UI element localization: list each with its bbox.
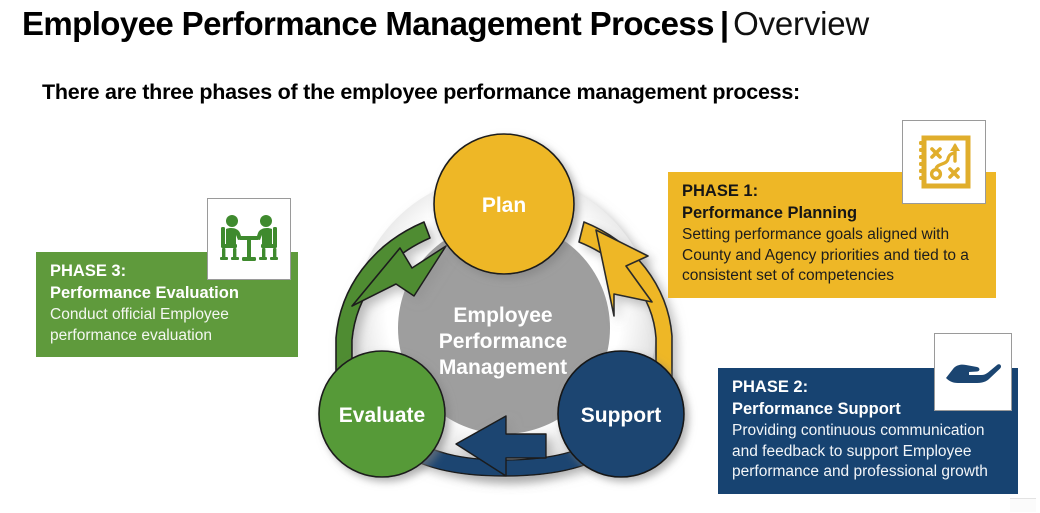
page-title: Employee Performance Management Process|… bbox=[22, 2, 1022, 48]
page-title-main: Employee Performance Management Process bbox=[22, 5, 714, 42]
corner-mark bbox=[1010, 498, 1036, 512]
cycle-center-line-1: Employee bbox=[453, 304, 552, 327]
callout-phase-2-name: Performance Support bbox=[732, 400, 901, 418]
icon-tile-phase-2 bbox=[934, 333, 1012, 411]
cycle-node-support[interactable]: Support bbox=[557, 350, 685, 478]
cycle-node-plan[interactable]: Plan bbox=[433, 133, 575, 275]
cycle-center-circle bbox=[398, 222, 610, 434]
cycle-center-line-2: Performance bbox=[439, 330, 567, 353]
callout-phase-1-name: Performance Planning bbox=[682, 204, 858, 222]
callout-phase-2-description: Providing continuous communication and f… bbox=[732, 422, 988, 480]
cycle-node-evaluate-label: Evaluate bbox=[339, 404, 425, 427]
cycle-node-evaluate[interactable]: Evaluate bbox=[318, 350, 446, 478]
callout-phase-3-name: Performance Evaluation bbox=[50, 284, 239, 302]
icon-tile-phase-3 bbox=[207, 198, 291, 280]
meeting-two-people-icon bbox=[220, 215, 278, 261]
callout-phase-3-number: PHASE 3: bbox=[50, 262, 127, 280]
callout-phase-2[interactable]: PHASE 2: Performance Support Providing c… bbox=[718, 368, 1018, 494]
page-title-separator: | bbox=[719, 5, 730, 42]
callout-phase-1-number: PHASE 1: bbox=[682, 182, 759, 200]
cycle-node-support-label: Support bbox=[581, 404, 661, 427]
strategy-playbook-icon bbox=[919, 135, 971, 189]
callout-phase-3-description: Conduct official Employee performance ev… bbox=[50, 306, 229, 344]
icon-tile-phase-1 bbox=[902, 120, 986, 204]
cycle-center-label: Employee Performance Management bbox=[439, 304, 567, 379]
callout-phase-2-number: PHASE 2: bbox=[732, 378, 809, 396]
cycle-node-plan-label: Plan bbox=[482, 194, 526, 217]
callout-phase-1-description: Setting performance goals aligned with C… bbox=[682, 226, 969, 284]
cycle-center-line-3: Management bbox=[439, 356, 567, 379]
performance-cycle-diagram: Plan Support Evaluate Employee Performan… bbox=[296, 126, 716, 513]
page-title-subtitle: Overview bbox=[733, 5, 870, 42]
open-hand-icon bbox=[946, 364, 1002, 383]
subtitle-text: There are three phases of the employee p… bbox=[42, 80, 800, 104]
